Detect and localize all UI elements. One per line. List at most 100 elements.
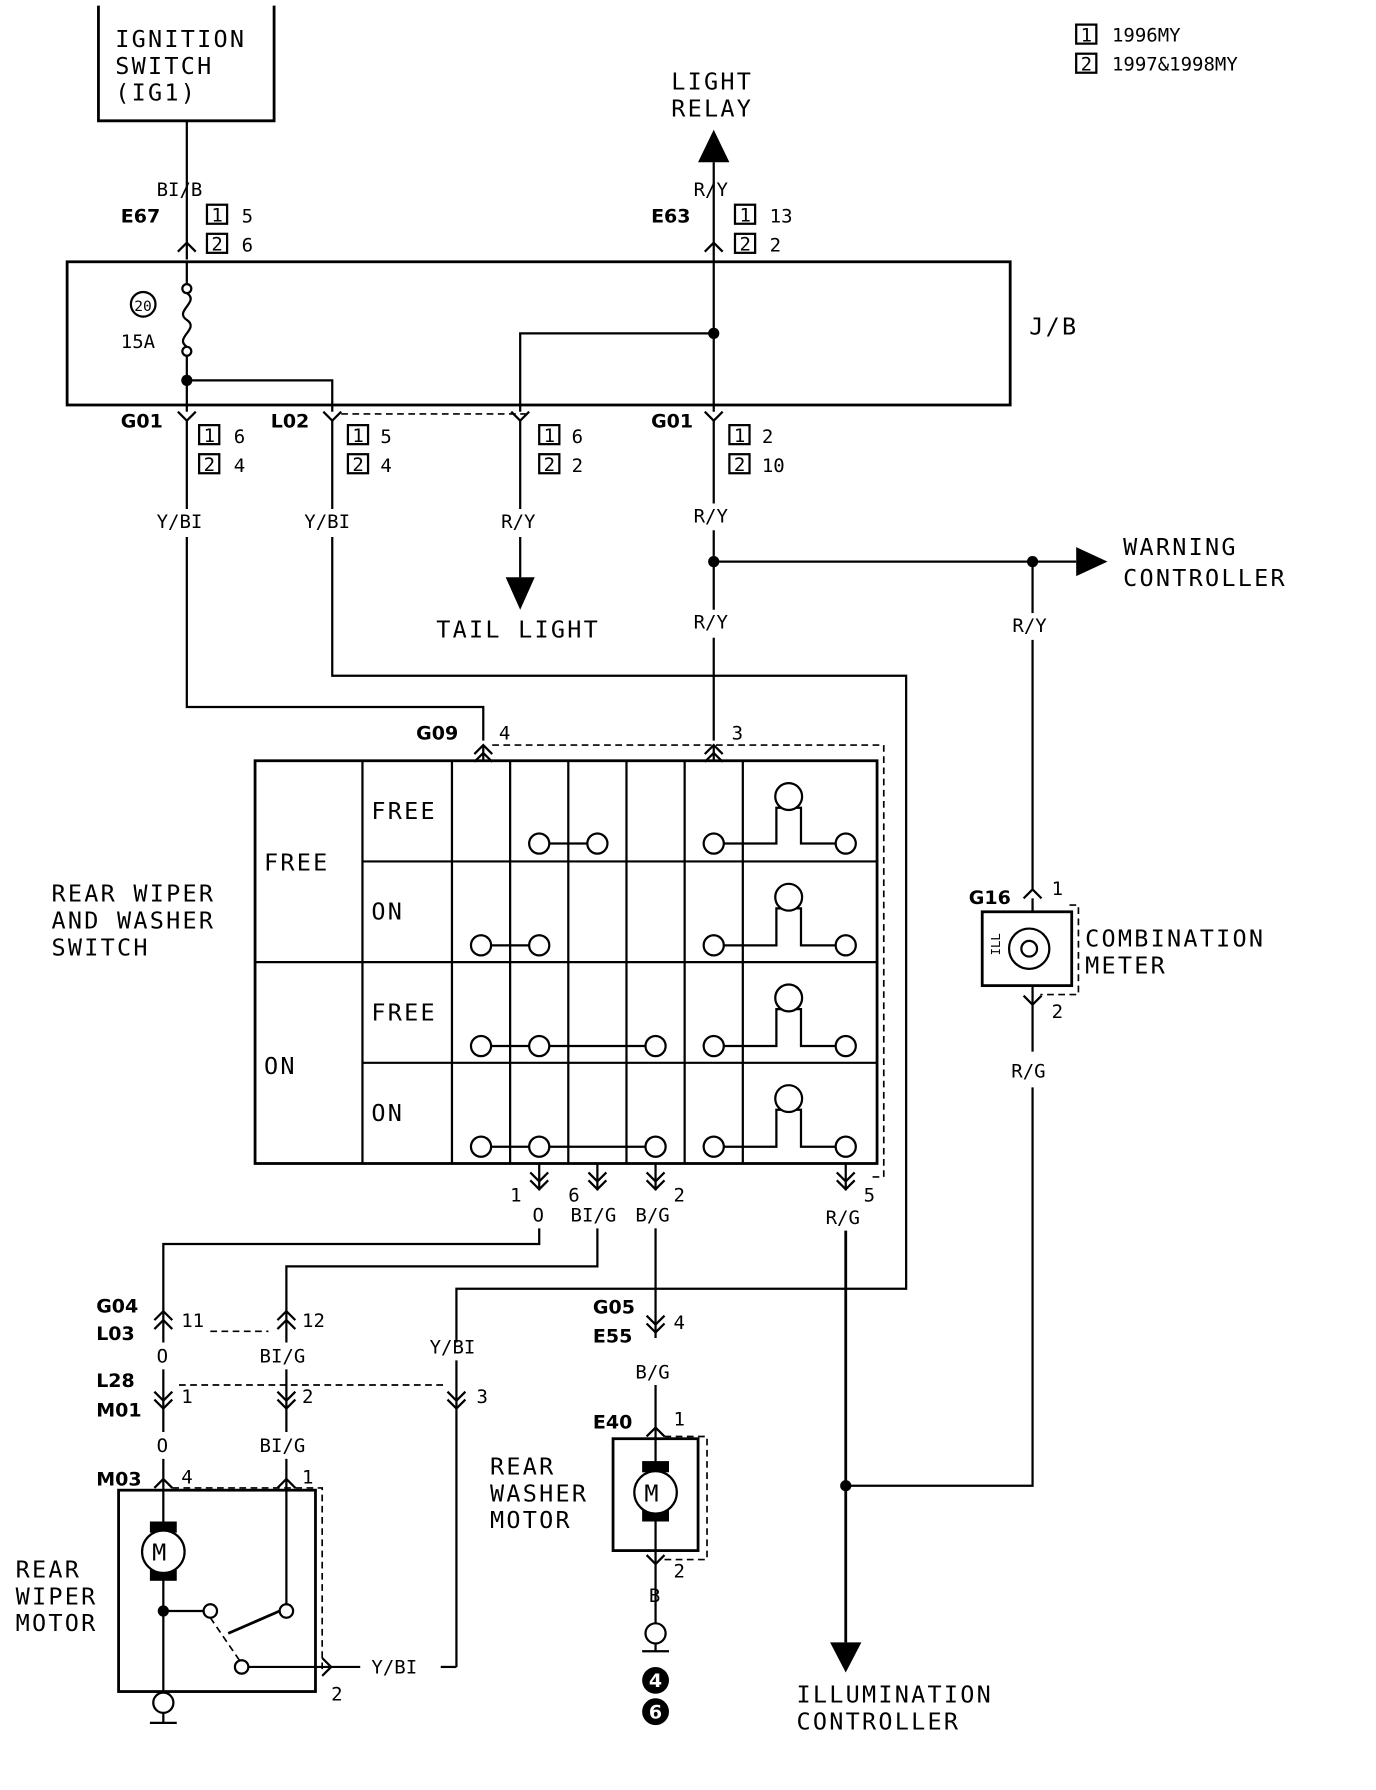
svg-text:IGNITION: IGNITION: [115, 25, 246, 53]
svg-text:E40: E40: [593, 1412, 632, 1434]
svg-text:WIPER: WIPER: [16, 1582, 98, 1610]
svg-text:2: 2: [572, 455, 583, 477]
motor-icon: [140, 1529, 186, 1575]
svg-text:5: 5: [242, 206, 253, 228]
tail-light-label: TAIL LIGHT: [436, 616, 600, 644]
svg-text:M: M: [644, 1479, 660, 1507]
svg-text:O: O: [533, 1205, 544, 1227]
svg-text:Y/BI: Y/BI: [304, 511, 350, 533]
sw-row1: FREE: [371, 797, 437, 825]
fuse-icon: [181, 292, 192, 348]
ignition-switch: IGNITION SWITCH (IG1): [97, 5, 276, 123]
svg-text:12: 12: [302, 1310, 325, 1332]
switch-table: FREE ON FREE ON FREE ON: [253, 759, 879, 1165]
bulb-icon: [702, 1084, 857, 1158]
svg-text:MOTOR: MOTOR: [16, 1609, 98, 1637]
svg-text:2: 2: [739, 234, 750, 256]
fuse-number-icon: [129, 290, 157, 318]
svg-text:E55: E55: [593, 1325, 632, 1347]
svg-text:4: 4: [673, 1312, 684, 1334]
svg-text:5: 5: [380, 426, 391, 448]
svg-text:2: 2: [352, 454, 363, 476]
svg-text:2: 2: [211, 234, 222, 256]
svg-text:1: 1: [544, 425, 555, 447]
svg-text:MOTOR: MOTOR: [490, 1506, 572, 1534]
light-relay: LIGHT RELAY: [671, 67, 753, 163]
arrow-up-icon: [698, 129, 730, 163]
switch-pins: 1 6 2 5: [510, 1163, 875, 1207]
sw-row2: ON: [371, 898, 404, 926]
svg-text:R/Y: R/Y: [694, 612, 729, 634]
svg-text:COMBINATION: COMBINATION: [1085, 924, 1265, 952]
svg-text:G05: G05: [593, 1296, 635, 1318]
svg-text:2: 2: [734, 454, 745, 476]
svg-text:CONTROLLER: CONTROLLER: [1123, 564, 1287, 592]
svg-text:Y/BI: Y/BI: [430, 1337, 476, 1359]
rear-wiper-motor: [117, 1488, 317, 1693]
svg-text:2: 2: [673, 1560, 684, 1582]
svg-text:B/G: B/G: [635, 1361, 669, 1383]
svg-text:4: 4: [234, 455, 245, 477]
svg-text:6: 6: [234, 426, 245, 448]
svg-text:2: 2: [302, 1386, 313, 1408]
bulb-icon: [702, 782, 857, 855]
svg-text:O: O: [157, 1435, 168, 1457]
sw-col1-on: ON: [264, 1052, 297, 1080]
legend-num-2: 2: [1081, 53, 1092, 75]
svg-text:2: 2: [673, 1185, 684, 1207]
svg-text:B/G: B/G: [635, 1205, 669, 1227]
svg-text:M03: M03: [96, 1469, 141, 1491]
legend-text-2: 1997&1998MY: [1112, 53, 1238, 75]
svg-text:4: 4: [649, 1670, 662, 1692]
svg-text:3: 3: [477, 1386, 488, 1408]
svg-text:1: 1: [302, 1466, 313, 1488]
svg-text:2: 2: [331, 1683, 342, 1705]
svg-text:Y/BI: Y/BI: [157, 511, 203, 533]
svg-text:LIGHT: LIGHT: [671, 67, 753, 95]
svg-text:RELAY: RELAY: [671, 94, 753, 122]
svg-text:6: 6: [568, 1185, 579, 1207]
svg-text:E63: E63: [651, 206, 690, 228]
svg-text:M: M: [152, 1539, 168, 1567]
svg-text:3: 3: [732, 722, 743, 744]
svg-text:BI/G: BI/G: [260, 1435, 306, 1457]
svg-text:BI/G: BI/G: [571, 1205, 617, 1227]
bulb-icon: [702, 882, 857, 957]
arrow-down-icon: [505, 577, 535, 610]
svg-text:REAR: REAR: [16, 1555, 82, 1583]
svg-text:AND WASHER: AND WASHER: [51, 907, 215, 935]
svg-text:2: 2: [204, 454, 215, 476]
bulb-icon: [702, 983, 857, 1058]
junction-block: [65, 260, 1012, 407]
svg-text:1: 1: [673, 1408, 684, 1430]
svg-text:1: 1: [204, 425, 215, 447]
svg-text:R/G: R/G: [1011, 1060, 1045, 1082]
svg-text:G01: G01: [651, 410, 693, 432]
sw-row4: ON: [371, 1099, 404, 1127]
svg-text:E67: E67: [121, 206, 160, 228]
svg-text:WASHER: WASHER: [490, 1479, 588, 1507]
svg-text:20: 20: [134, 299, 151, 315]
svg-text:ILL: ILL: [989, 933, 1003, 955]
svg-text:13: 13: [770, 206, 793, 228]
svg-text:BI/G: BI/G: [260, 1346, 306, 1368]
motor-icon: [633, 1470, 678, 1515]
svg-text:ILLUMINATION: ILLUMINATION: [797, 1681, 994, 1709]
svg-text:6: 6: [572, 426, 583, 448]
svg-text:SWITCH: SWITCH: [51, 933, 149, 961]
svg-text:4: 4: [499, 722, 510, 744]
svg-text:2: 2: [762, 426, 773, 448]
svg-text:1: 1: [739, 205, 750, 227]
svg-text:G01: G01: [121, 410, 163, 432]
svg-text:1: 1: [352, 425, 363, 447]
svg-text:R/G: R/G: [826, 1207, 860, 1229]
svg-text:15A: 15A: [121, 331, 156, 353]
svg-text:METER: METER: [1085, 951, 1167, 979]
switch-label: REAR WIPER: [51, 880, 215, 908]
svg-text:6: 6: [242, 235, 253, 257]
combination-meter: [980, 910, 1074, 988]
svg-text:SWITCH: SWITCH: [115, 52, 213, 80]
svg-text:6: 6: [649, 1701, 662, 1723]
svg-text:R/Y: R/Y: [1012, 615, 1047, 637]
